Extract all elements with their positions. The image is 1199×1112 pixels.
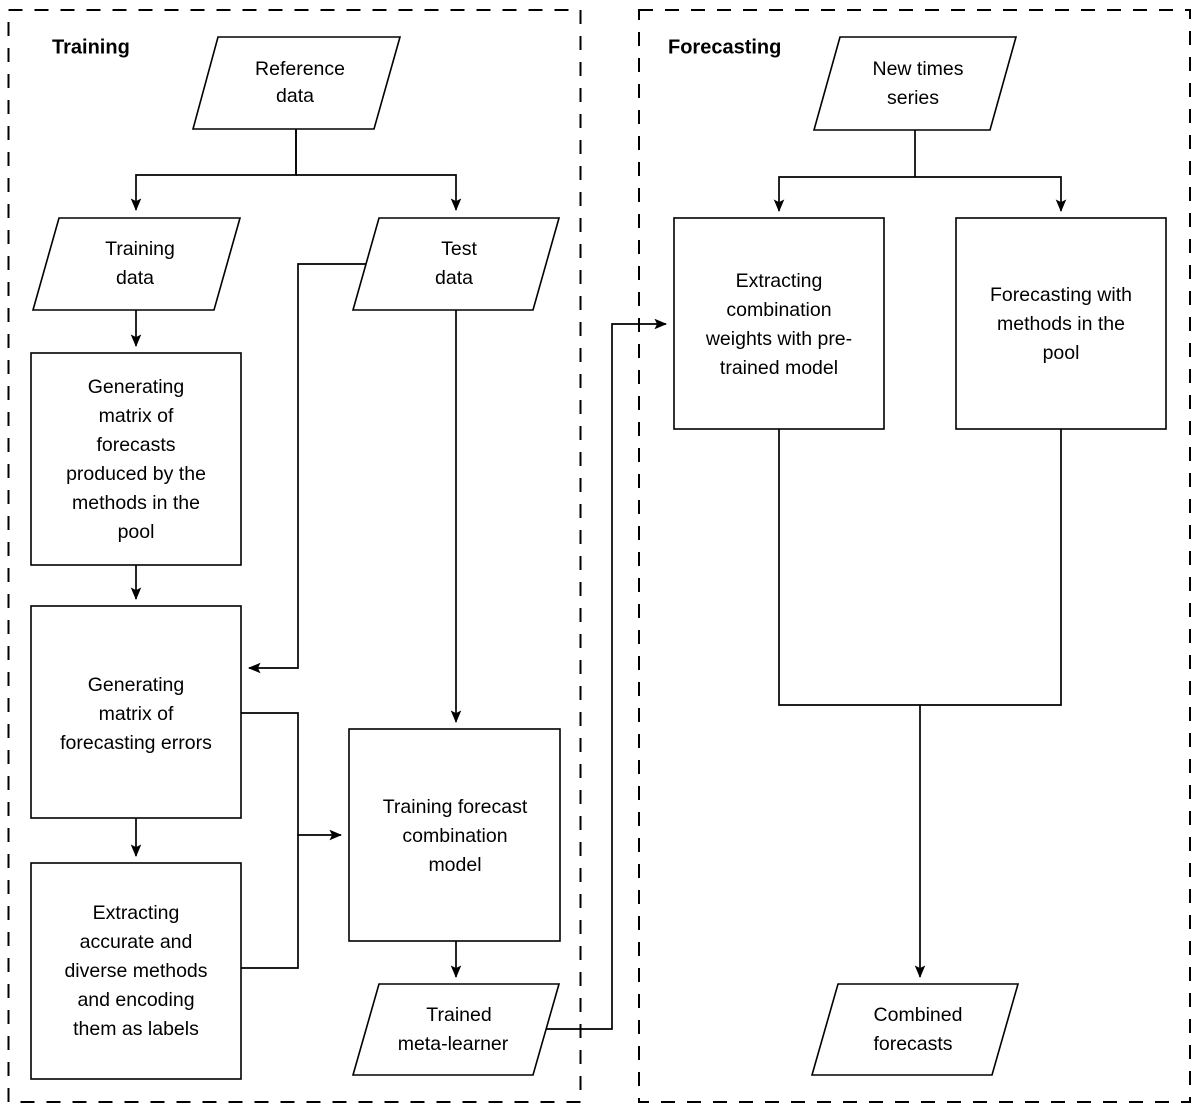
reference-data-line-2: data: [276, 85, 314, 107]
generating-error-matrix-shape: [30, 605, 242, 819]
node-extracting-weights[interactable]: Extracting combination weights with pre-…: [673, 217, 885, 430]
reference-data-shape: [191, 36, 402, 130]
node-test-data[interactable]: Test data: [351, 217, 561, 311]
forecasting-with-pool-shape: [955, 217, 1167, 430]
generating-forecast-matrix-shape: [30, 352, 242, 566]
edge-extractmethods-to-combinationmodel: [241, 835, 299, 969]
combination-model-line-2: combination: [402, 825, 507, 847]
edge-generrors-to-combinationmodel: [241, 712, 343, 841]
training-data-shape: [31, 217, 242, 311]
training-data-line-1: Training: [105, 238, 175, 260]
node-reference-data[interactable]: Reference data: [191, 36, 402, 130]
gen-errors-line-1: Generating: [88, 674, 184, 696]
gen-errors-line-3: forecasting errors: [60, 732, 212, 754]
new-times-series-line-1: New times: [872, 58, 963, 80]
extract-methods-line-2: accurate and: [80, 931, 193, 953]
extract-methods-line-5: them as labels: [73, 1018, 199, 1040]
test-data-shape: [351, 217, 561, 311]
forecast-pool-line-2: methods in the: [997, 313, 1125, 335]
extract-methods-line-4: and encoding: [77, 989, 194, 1011]
gen-forecasts-line-5: methods in the: [72, 492, 200, 514]
node-generating-error-matrix[interactable]: Generating matrix of forecasting errors: [30, 605, 242, 819]
new-times-series-line-2: series: [887, 87, 939, 109]
trained-meta-learner-shape: [351, 983, 561, 1076]
gen-forecasts-line-4: produced by the: [66, 463, 206, 485]
node-forecasting-with-pool[interactable]: Forecasting with methods in the pool: [955, 217, 1167, 430]
combination-model-line-3: model: [428, 854, 481, 876]
edge-newseries-to-forecastpool: [915, 176, 1067, 213]
training-data-line-2: data: [116, 267, 154, 289]
group-forecasting-border: [638, 9, 1191, 1103]
edge-forecast-merge-bar: [778, 429, 1062, 706]
training-combination-model-shape: [348, 728, 561, 942]
group-title-forecasting: Forecasting: [668, 36, 781, 58]
extract-weights-line-1: Extracting: [736, 270, 823, 292]
edge-reference-to-training: [130, 129, 297, 212]
combined-forecasts-line-2: forecasts: [873, 1033, 952, 1055]
extract-methods-line-1: Extracting: [93, 902, 180, 924]
combined-forecasts-line-1: Combined: [874, 1004, 963, 1026]
extract-methods-line-3: diverse methods: [64, 960, 207, 982]
gen-forecasts-line-6: pool: [118, 521, 155, 543]
extracting-weights-shape: [673, 217, 885, 430]
test-data-line-1: Test: [441, 238, 477, 260]
reference-data-line-1: Reference: [255, 58, 345, 80]
node-training-combination-model[interactable]: Training forecast combination model: [348, 728, 561, 942]
gen-forecasts-line-1: Generating: [88, 376, 184, 398]
node-new-times-series[interactable]: New times series: [812, 36, 1018, 131]
meta-learner-line-1: Trained: [426, 1004, 491, 1026]
extract-weights-line-2: combination: [726, 299, 831, 321]
forecast-pool-line-1: Forecasting with: [990, 284, 1132, 306]
edge-newseries-to-extractweights: [773, 176, 915, 213]
test-data-line-2: data: [435, 267, 473, 289]
forecast-pool-line-3: pool: [1043, 342, 1080, 364]
combination-model-line-1: Training forecast: [383, 796, 528, 818]
extract-weights-line-4: trained model: [720, 357, 838, 379]
node-trained-meta-learner[interactable]: Trained meta-learner: [351, 983, 561, 1076]
group-training-border: [7, 9, 582, 1103]
edge-testdata-to-generrors: [247, 263, 372, 674]
node-training-data[interactable]: Training data: [31, 217, 242, 311]
edge-reference-to-test: [296, 174, 462, 212]
gen-forecasts-line-3: forecasts: [96, 434, 175, 456]
extracting-methods-shape: [30, 862, 242, 1080]
group-title-training: Training: [52, 36, 130, 58]
node-extracting-methods[interactable]: Extracting accurate and diverse methods …: [30, 862, 242, 1080]
extract-weights-line-3: weights with pre-: [705, 328, 852, 350]
gen-forecasts-line-2: matrix of: [99, 405, 174, 427]
meta-learner-line-2: meta-learner: [398, 1033, 509, 1055]
edge-metalearner-to-extractweights: [544, 318, 668, 1030]
new-times-series-shape: [812, 36, 1018, 131]
combined-forecasts-shape: [810, 983, 1020, 1076]
gen-errors-line-2: matrix of: [99, 703, 174, 725]
node-combined-forecasts[interactable]: Combined forecasts: [810, 983, 1020, 1076]
node-generating-forecast-matrix[interactable]: Generating matrix of forecasts produced …: [30, 352, 242, 566]
